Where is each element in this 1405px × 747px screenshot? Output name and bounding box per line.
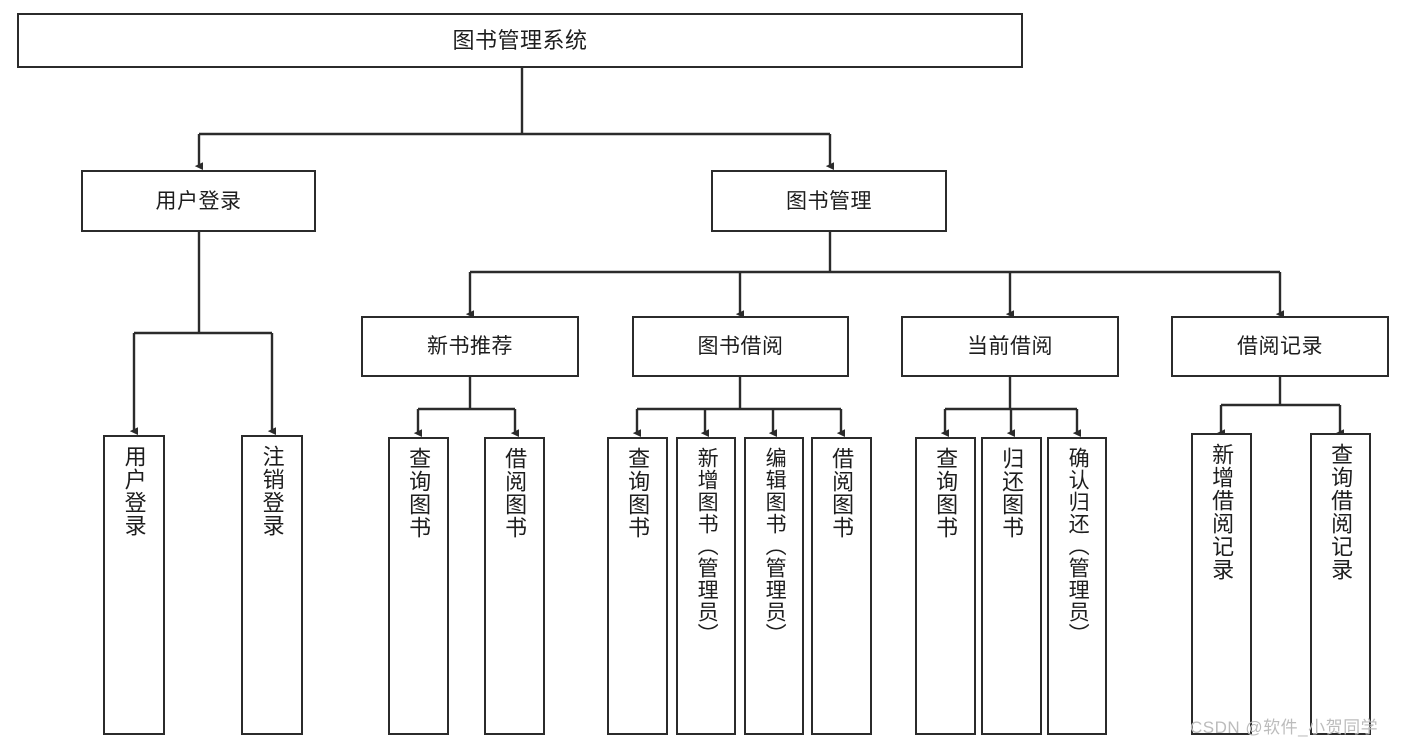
node-book-borrow-label: 图书借阅 — [697, 335, 784, 358]
node-new-book-recommend-label: 新书推荐 — [427, 335, 513, 358]
node-leaf-return-book[interactable]: 归还图书 — [981, 437, 1042, 735]
node-leaf-query-borrow-record-label: 查询借阅记录 — [1328, 443, 1354, 581]
node-leaf-logout-login-label: 注销登录 — [259, 445, 285, 537]
node-current-borrow[interactable]: 当前借阅 — [901, 316, 1119, 377]
node-leaf-add-borrow-record[interactable]: 新增借阅记录 — [1191, 433, 1252, 735]
node-leaf-user-login-label: 用户登录 — [121, 445, 147, 537]
node-leaf-confirm-return-admin[interactable]: 确认归还（管理员） — [1047, 437, 1107, 735]
node-user-login-label: 用户登录 — [155, 189, 242, 213]
node-leaf-query-book-1-label: 查询图书 — [406, 447, 432, 539]
node-current-borrow-label: 当前借阅 — [967, 335, 1053, 358]
node-root-system-label: 图书管理系统 — [452, 27, 588, 53]
node-leaf-user-login[interactable]: 用户登录 — [103, 435, 165, 735]
node-leaf-add-book-admin[interactable]: 新增图书（管理员） — [676, 437, 736, 735]
node-leaf-return-book-label: 归还图书 — [999, 447, 1025, 539]
node-book-management[interactable]: 图书管理 — [711, 170, 947, 232]
node-user-login[interactable]: 用户登录 — [81, 170, 316, 232]
node-leaf-add-book-admin-label: 新增图书（管理员） — [695, 447, 719, 645]
node-leaf-query-book-3[interactable]: 查询图书 — [915, 437, 976, 735]
node-root-system[interactable]: 图书管理系统 — [17, 13, 1023, 68]
node-leaf-confirm-return-admin-label: 确认归还（管理员） — [1066, 447, 1090, 645]
node-new-book-recommend[interactable]: 新书推荐 — [361, 316, 579, 377]
node-borrow-record-label: 借阅记录 — [1237, 335, 1323, 358]
node-leaf-logout-login[interactable]: 注销登录 — [241, 435, 303, 735]
node-leaf-query-borrow-record[interactable]: 查询借阅记录 — [1310, 433, 1371, 735]
node-leaf-borrow-book-1[interactable]: 借阅图书 — [484, 437, 545, 735]
node-leaf-borrow-book-1-label: 借阅图书 — [502, 447, 528, 539]
node-leaf-query-book-1[interactable]: 查询图书 — [388, 437, 449, 735]
node-leaf-borrow-book-2-label: 借阅图书 — [829, 447, 855, 539]
node-leaf-query-book-2[interactable]: 查询图书 — [607, 437, 668, 735]
node-book-management-label: 图书管理 — [786, 189, 872, 213]
node-book-borrow[interactable]: 图书借阅 — [632, 316, 849, 377]
node-borrow-record[interactable]: 借阅记录 — [1171, 316, 1389, 377]
node-leaf-borrow-book-2[interactable]: 借阅图书 — [811, 437, 872, 735]
node-leaf-edit-book-admin-label: 编辑图书（管理员） — [763, 447, 787, 645]
node-leaf-edit-book-admin[interactable]: 编辑图书（管理员） — [744, 437, 804, 735]
node-leaf-add-borrow-record-label: 新增借阅记录 — [1209, 443, 1235, 581]
node-leaf-query-book-3-label: 查询图书 — [933, 447, 959, 539]
node-leaf-query-book-2-label: 查询图书 — [625, 447, 651, 539]
